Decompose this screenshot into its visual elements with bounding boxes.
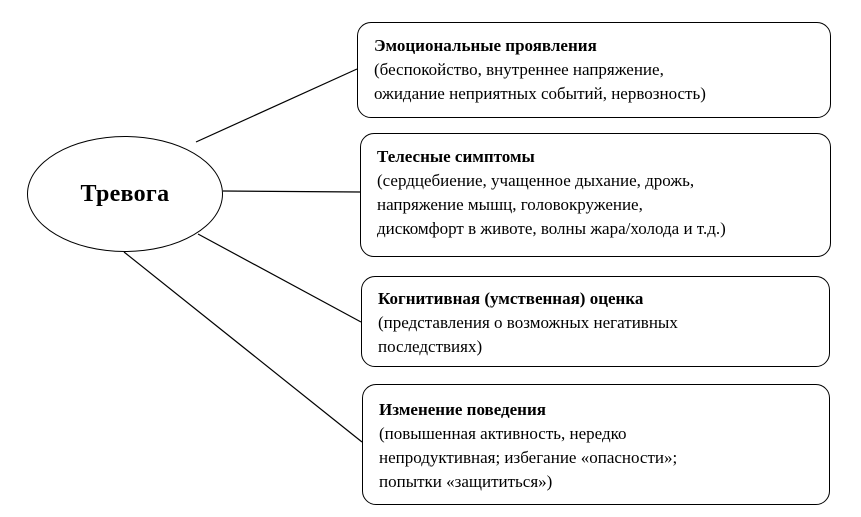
box-title: Изменение поведения	[379, 400, 546, 419]
connector-bodily	[222, 190, 361, 193]
box-behavior-change: Изменение поведения (повышенная активнос…	[362, 384, 830, 505]
center-node-anxiety: Тревога	[27, 136, 223, 252]
box-description-line: (сердцебиение, учащенное дыхание, дрожь,	[377, 171, 695, 190]
center-label: Тревога	[80, 180, 170, 207]
box-description-line: попытки «защититься»)	[379, 472, 553, 491]
box-title: Когнитивная (умственная) оценка	[378, 289, 644, 308]
box-description-line: (представления о возможных негативных	[378, 313, 678, 332]
connector-emotional	[195, 68, 358, 143]
box-cognitive-assessment: Когнитивная (умственная) оценка (предста…	[361, 276, 830, 367]
box-description-line: (беспокойство, внутреннее напряжение,	[374, 60, 664, 79]
box-description-line: (повышенная активность, нередко	[379, 424, 627, 443]
connector-behavior	[123, 251, 363, 443]
box-emotional-manifestations: Эмоциональные проявления (беспокойство, …	[357, 22, 831, 118]
box-description-line: напряжение мышц, головокружение,	[377, 195, 643, 214]
box-description-line: последствиях)	[378, 337, 483, 356]
box-title: Телесные симптомы	[377, 147, 535, 166]
box-description-line: дискомфорт в животе, волны жара/холода и…	[377, 219, 726, 238]
box-description-line: непродуктивная; избегание «опасности»;	[379, 448, 678, 467]
box-description-line: ожидание неприятных событий, нервозность…	[374, 84, 706, 103]
box-bodily-symptoms: Телесные симптомы (сердцебиение, учащенн…	[360, 133, 831, 257]
connector-cognitive	[197, 233, 362, 323]
box-title: Эмоциональные проявления	[374, 36, 597, 55]
